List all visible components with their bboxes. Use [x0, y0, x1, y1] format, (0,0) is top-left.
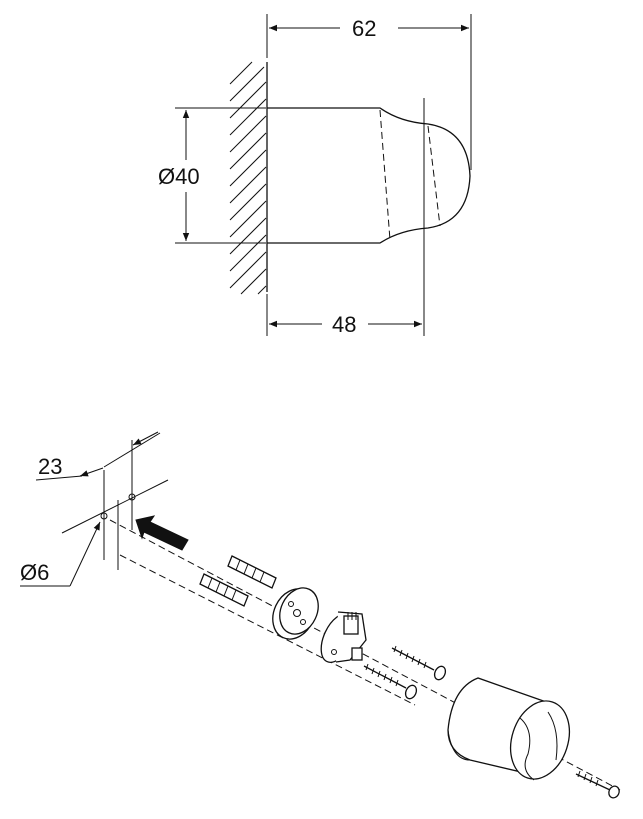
wall-rosette	[272, 587, 319, 640]
dim-48-label: 48	[332, 312, 356, 337]
dimension-base-length: 48	[266, 98, 425, 337]
shower-holder	[447, 677, 571, 781]
dim-23-label: 23	[38, 454, 62, 479]
dim-62-label: 62	[352, 16, 376, 41]
dimension-hole-spacing: 23	[35, 431, 161, 481]
holder-profile	[267, 107, 471, 244]
drill-hole-markings	[61, 440, 169, 570]
installation-view: 23 Ø6	[20, 431, 621, 799]
wall-plug-lower	[199, 573, 249, 607]
dimension-overall-length: 62	[266, 14, 472, 170]
side-elevation-view: 62 Ø40 48	[158, 14, 472, 337]
screw-lower	[363, 663, 418, 700]
screw-upper	[391, 645, 447, 681]
wall-plug-upper	[227, 555, 277, 589]
dim-o40-label: Ø40	[158, 164, 200, 189]
mounting-bracket	[320, 611, 367, 663]
dimension-diameter: Ø40	[158, 107, 266, 244]
dimension-hole-diameter: Ø6	[20, 521, 101, 587]
screw-grub	[575, 770, 620, 799]
insertion-arrow	[135, 515, 189, 551]
dim-o6-label: Ø6	[20, 560, 49, 585]
wall-hatching	[229, 61, 268, 295]
